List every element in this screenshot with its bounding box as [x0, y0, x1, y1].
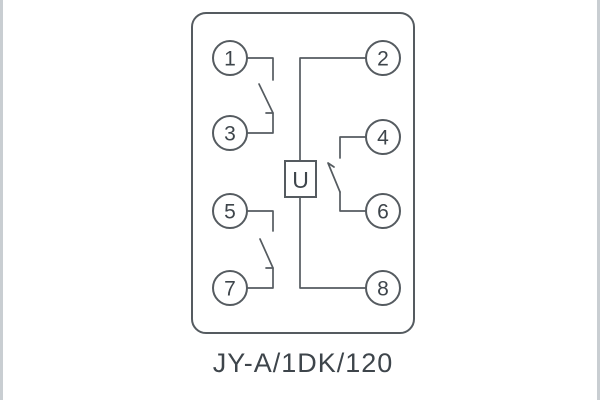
terminal-circle-1 — [212, 40, 248, 76]
terminal-label-3: 3 — [224, 123, 236, 146]
contact-blade-4-6 — [327, 162, 341, 193]
terminal-circle-6 — [365, 193, 401, 229]
wire-coil-to-terminal-8 — [299, 196, 367, 289]
wire-terminal-7-stub — [246, 267, 274, 289]
terminal-circle-7 — [212, 270, 248, 306]
terminal-circle-2 — [365, 40, 401, 76]
coil-label: U — [292, 167, 309, 193]
terminal-label-4: 4 — [377, 127, 389, 150]
coil-box — [284, 160, 317, 198]
terminal-label-7: 7 — [224, 278, 236, 301]
wire-terminal-5-stub — [246, 210, 274, 232]
terminal-circle-3 — [212, 115, 248, 151]
wire-terminal-3-stub — [246, 112, 274, 134]
terminal-label-6: 6 — [377, 201, 389, 224]
device-outline — [191, 12, 415, 334]
terminal-label-2: 2 — [377, 48, 389, 71]
wire-terminal-4-stub — [339, 136, 367, 159]
terminal-circle-4 — [365, 119, 401, 155]
terminal-label-1: 1 — [224, 48, 236, 71]
wire-terminal-1-stub — [246, 57, 274, 81]
terminal-circle-8 — [365, 270, 401, 306]
terminal-label-5: 5 — [224, 201, 236, 224]
contact-blade-1-3 — [258, 83, 274, 114]
terminal-label-8: 8 — [377, 278, 389, 301]
contact-blade-5-7 — [259, 238, 274, 269]
wire-terminal-6-stub — [339, 191, 367, 212]
diagram-caption: JY-A/1DK/120 — [213, 348, 394, 378]
terminal-circle-5 — [212, 193, 248, 229]
wire-terminal-2-to-coil — [299, 57, 367, 162]
